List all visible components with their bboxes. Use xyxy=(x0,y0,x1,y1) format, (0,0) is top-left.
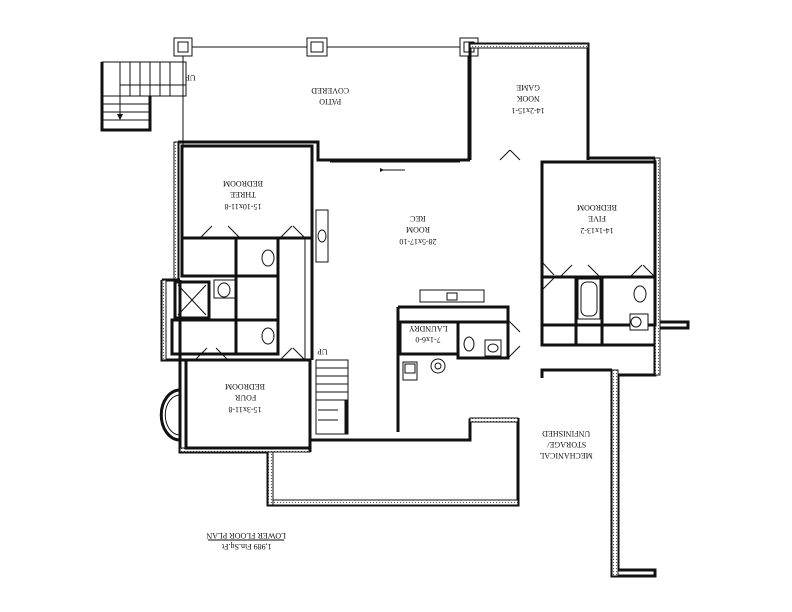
game-nook-name-1: GAME xyxy=(516,83,540,92)
main-walls xyxy=(159,140,690,578)
exterior-stair xyxy=(100,61,187,132)
rec-room-dims: 28-5x17-10 xyxy=(399,237,436,246)
bedroom-five-walls xyxy=(540,160,657,347)
rec-room-name-2: ROOM xyxy=(406,225,430,234)
bedroom-four-walls xyxy=(184,347,312,450)
bedroom-five-name-1: BEDROOM xyxy=(577,203,617,212)
bedroom-three-walls xyxy=(180,144,329,360)
plan-caption-title: LOWER FLOOR PLAN xyxy=(206,531,286,540)
rec-room-name-1: REC xyxy=(410,214,426,223)
plan-caption-area: 1,989 Fin.Sq.Ft xyxy=(221,542,272,551)
interior-stair-up-label: UP xyxy=(317,347,328,356)
bedroom-five-dims: 14-1x13-2 xyxy=(580,226,613,235)
interior-stair xyxy=(315,359,349,435)
laundry-dims: 7-1x6-0 xyxy=(415,335,440,344)
bedroom-three-dims: 15-10x11-8 xyxy=(224,202,261,211)
shared-bath xyxy=(170,236,280,356)
bedroom-four-name-1: BEDROOM xyxy=(225,382,265,391)
game-nook-walls xyxy=(468,42,655,161)
laundry-walls xyxy=(396,289,521,432)
exterior-stair-up-label: UP xyxy=(185,73,196,82)
plan-caption: LOWER FLOOR PLAN 1,989 Fin.Sq.Ft xyxy=(206,531,286,551)
game-nook-name-2: NOOK xyxy=(516,94,539,103)
game-nook-dims: 14-2x15-1 xyxy=(511,106,544,115)
room-labels: COVERED PATIO GAME NOOK 14-2x15-1 BEDROO… xyxy=(223,83,617,460)
bedroom-three-name-2: THREE xyxy=(230,190,256,199)
covered-patio-name-2: PATIO xyxy=(319,97,341,106)
laundry-name: LAUNDRY xyxy=(409,324,448,333)
storage-name-1: UNFINISHED xyxy=(542,429,590,438)
bedroom-five-name-2: FIVE xyxy=(588,214,606,223)
storage-name-3: MECHANICAL xyxy=(539,451,592,460)
bedroom-three-name-1: BEDROOM xyxy=(223,179,263,188)
storage-name-2: STORAGE/ xyxy=(547,440,587,449)
covered-patio-name-1: COVERED xyxy=(311,86,349,95)
bedroom-four-dims: 15-3x11-8 xyxy=(228,405,261,414)
bedroom-four-name-2: FOUR xyxy=(234,393,256,402)
